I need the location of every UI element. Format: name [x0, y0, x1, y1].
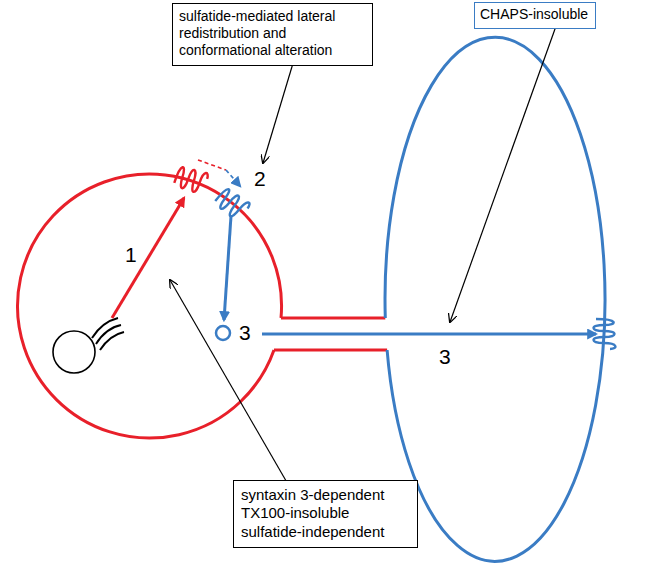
process-membrane [385, 37, 605, 561]
callout-text: sulfatide-mediated lateral redistributio… [179, 8, 365, 59]
neck-membrane [274, 349, 387, 352]
callout-number: 1 [124, 244, 138, 265]
transport-arrow [262, 333, 596, 336]
nucleus [53, 331, 95, 373]
golgi [100, 332, 124, 350]
leader-arrow [170, 280, 300, 505]
callout-box: sulfatide-mediated lateral redistributio… [172, 3, 373, 66]
neck-membrane [281, 317, 385, 320]
receptor-symbol [173, 165, 208, 195]
callout-text: CHAPS-insoluble [480, 6, 590, 23]
callout-number: 2 [253, 168, 267, 189]
callout-text: syntaxin 3-dependent TX100-insoluble sul… [241, 486, 409, 541]
leader-arrow [450, 15, 560, 322]
callout-box: CHAPS-insoluble [474, 2, 596, 29]
receptor-symbol [594, 319, 616, 349]
receptor-symbol [594, 319, 616, 349]
callout-number: 3 [438, 346, 452, 367]
redistribution-arrow [226, 170, 240, 186]
transport-arrow [224, 216, 231, 320]
callout-box: syntaxin 3-dependent TX100-insoluble sul… [233, 480, 418, 548]
transport-arrow [112, 198, 184, 318]
soma-membrane [18, 174, 282, 438]
receptor-symbol [173, 165, 208, 195]
vesicle [216, 326, 230, 340]
callout-number: 3 [238, 322, 252, 343]
redistribution-line [198, 160, 226, 170]
